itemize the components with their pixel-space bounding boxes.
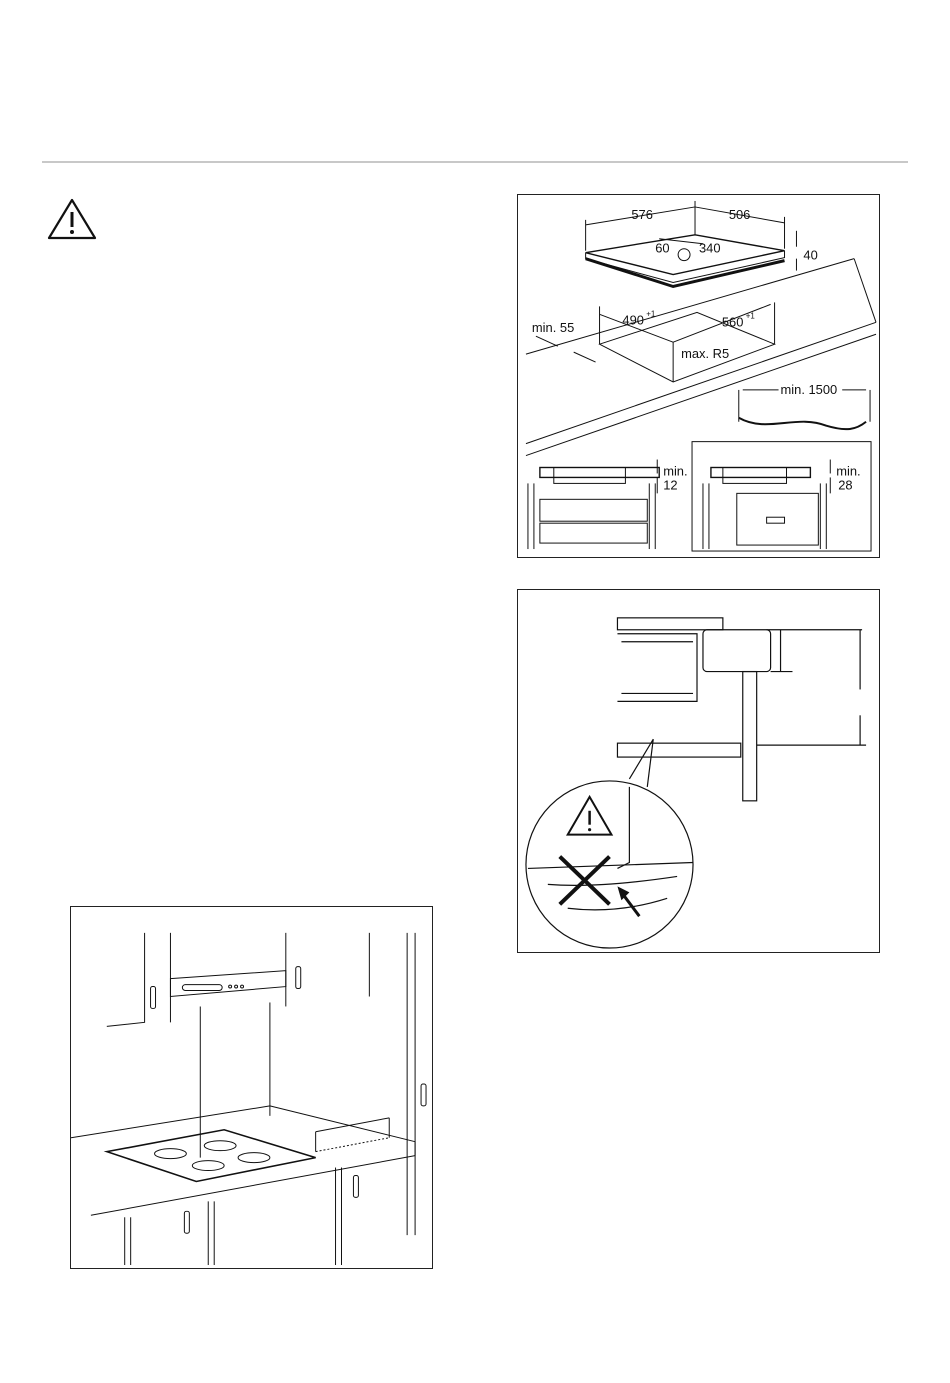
offset-right-label: 340 xyxy=(699,241,721,256)
oven-clearance-min: min. xyxy=(836,463,860,478)
cutout-depth-tol: +1 xyxy=(646,309,656,318)
warning-triangle-icon xyxy=(47,197,97,241)
width-label: 576 xyxy=(631,207,653,222)
drawer-clearance-value: 12 xyxy=(663,477,677,492)
edge-protection-figure xyxy=(517,589,880,953)
oven-clearance-value: 28 xyxy=(838,477,852,492)
cross-icon xyxy=(560,857,610,905)
header-rule xyxy=(42,161,908,163)
min-edge-label: min. 55 xyxy=(532,320,574,335)
cutout-width-label: 560 xyxy=(722,314,744,329)
cable-label: min. 1500 xyxy=(781,382,838,397)
warning-triangle-icon xyxy=(568,797,612,835)
radius-label: max. R5 xyxy=(681,346,729,361)
arrow-icon xyxy=(617,886,639,916)
cutout-width-tol: +1 xyxy=(746,311,756,320)
offset-left-label: 60 xyxy=(655,241,669,256)
cutout-depth-label: 490 xyxy=(622,312,644,327)
depth-label: 506 xyxy=(729,207,751,222)
drawer-clearance-min: min. xyxy=(663,463,687,478)
height-label: 40 xyxy=(803,248,817,263)
installation-dimensions-figure: 576 506 60 340 40 490 +1 560 +1 min. 55 … xyxy=(517,194,880,558)
hood-distance-figure xyxy=(70,906,433,1269)
power-symbol-icon xyxy=(678,249,690,261)
